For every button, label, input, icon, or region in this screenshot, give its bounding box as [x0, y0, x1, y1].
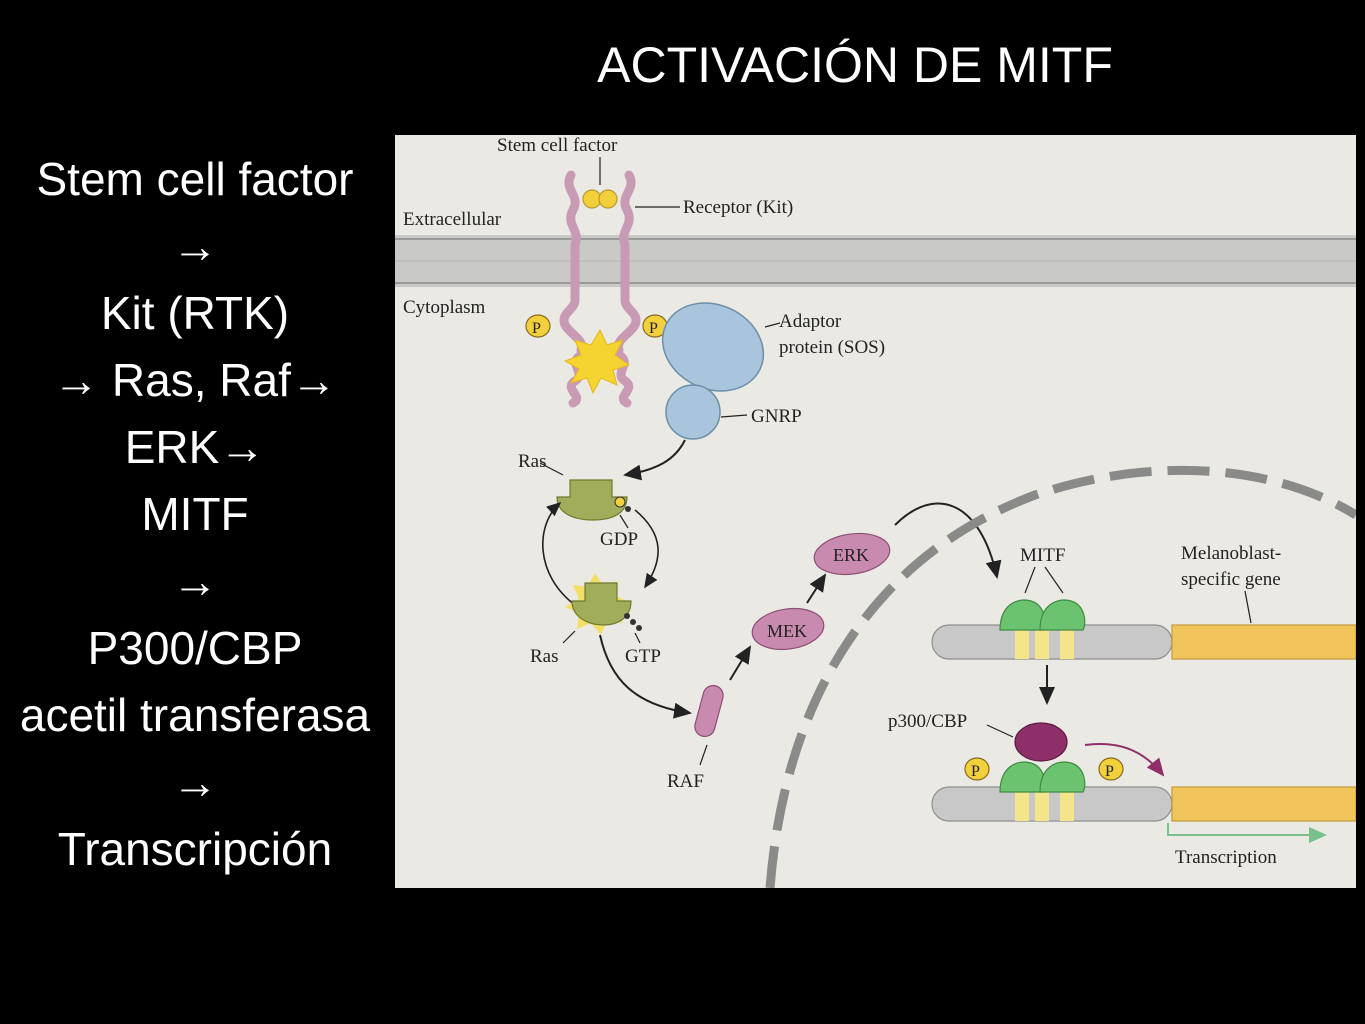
gnrp-label: GNRP: [751, 406, 802, 427]
svg-text:P: P: [1105, 763, 1114, 780]
ras-gtp: [571, 582, 642, 631]
adaptor-label-line2: protein (SOS): [779, 337, 885, 358]
pathway-line-ras-raf: → Ras, Raf→: [53, 354, 337, 406]
svg-text:P: P: [971, 763, 980, 780]
pathway-summary: Stem cell factor → Kit (RTK) → Ras, Raf→…: [0, 146, 390, 883]
plasma-membrane: [395, 235, 1356, 287]
transcript-arrow: [1167, 823, 1327, 843]
pathway-line-kit: Kit (RTK): [100, 287, 290, 339]
pathway-line-transcription: Transcripción: [57, 823, 333, 875]
mitf-dimer-lower: [999, 761, 1086, 793]
stem-cell-factor-label: Stem cell factor: [497, 135, 618, 156]
kinase-activation-star: [563, 328, 631, 395]
svg-text:P: P: [649, 320, 658, 337]
mek-label: MEK: [767, 621, 807, 641]
pathway-line-stem-cell-factor: Stem cell factor: [36, 153, 354, 205]
extracellular-label: Extracellular: [403, 209, 502, 230]
transcription-label: Transcription: [1175, 847, 1277, 868]
slide-title: ACTIVACIÓN DE MITF: [597, 37, 1113, 93]
p300-cbp-coactivator: [1014, 722, 1068, 762]
raf-kinase: [694, 684, 724, 738]
dna-lower: [931, 786, 1356, 822]
ras-label-bottom: Ras: [530, 646, 559, 667]
cytoplasm-label: Cytoplasm: [403, 297, 486, 318]
erk-kinase: [813, 532, 891, 576]
gdp-label: GDP: [600, 529, 638, 550]
adaptor-label-line1: Adaptor: [779, 311, 842, 332]
mitf-dimer-upper: [999, 599, 1086, 631]
pathway-arrow: →: [172, 555, 218, 607]
gtp-label: GTP: [625, 646, 661, 667]
erk-label: ERK: [833, 545, 869, 565]
pathway-line-mitf: MITF: [141, 488, 249, 540]
receptor-label: Receptor (Kit): [683, 197, 793, 218]
pathway-arrow: →: [172, 756, 218, 808]
melanoblast-label-line1: Melanoblast-: [1181, 543, 1281, 564]
mitf-label: MITF: [1020, 545, 1065, 566]
mitf-phosphate-right: P: [1098, 757, 1124, 781]
ras-gdp: [556, 479, 631, 521]
stem-cell-factor-ligand: [582, 189, 618, 209]
nuclear-envelope: [765, 465, 1356, 888]
p300-label: p300/CBP: [888, 711, 967, 732]
mitf-phosphate-left: P: [964, 757, 990, 781]
mitf-activation-figure: Extracellular Cytoplasm Stem cell factor…: [395, 135, 1356, 888]
ras-label-top: Ras: [518, 451, 547, 472]
receptor-phosphate-left: P: [525, 314, 551, 338]
mek-kinase: [751, 607, 825, 651]
raf-label: RAF: [667, 771, 704, 792]
pathway-arrow: →: [172, 220, 218, 272]
pathway-line-p300: P300/CBP: [87, 622, 303, 674]
svg-text:P: P: [532, 320, 541, 337]
dna-upper: [931, 624, 1356, 660]
gnrp-protein: [665, 384, 721, 440]
pathway-line-erk: ERK→: [124, 421, 266, 473]
pathway-line-acetyltransferase: acetil transferasa: [19, 689, 371, 741]
melanoblast-label-line2: specific gene: [1181, 569, 1281, 590]
